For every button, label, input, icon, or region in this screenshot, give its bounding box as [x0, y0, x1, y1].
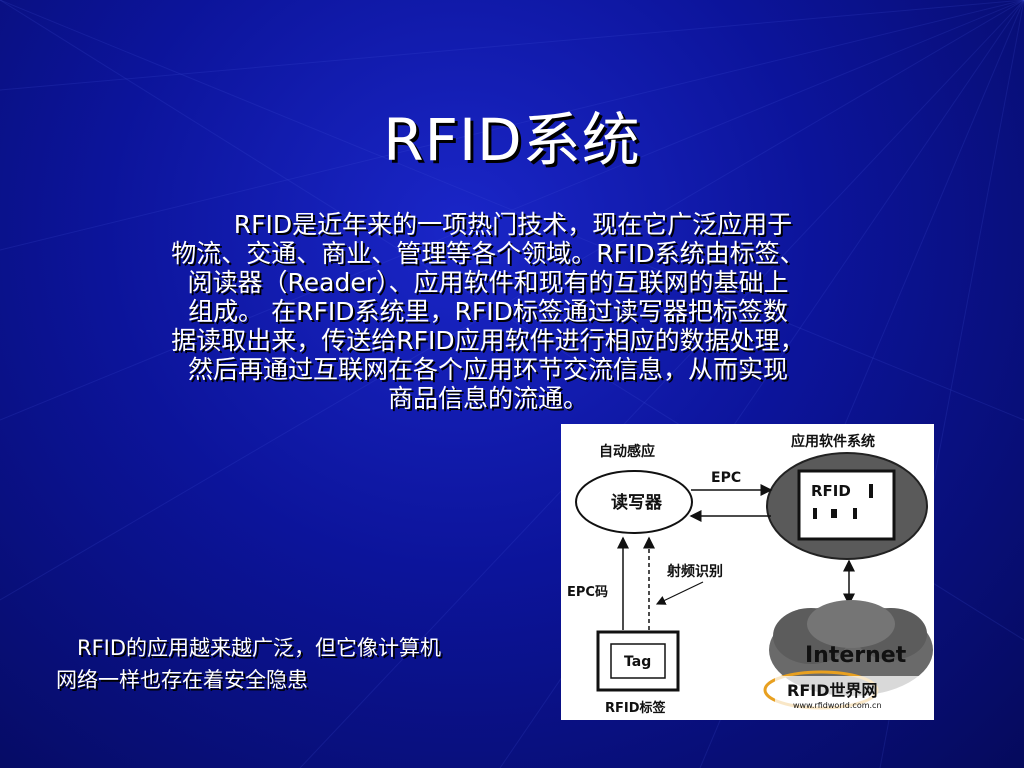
reader-ellipse	[575, 470, 693, 534]
note-line: RFID的应用越来越广泛，但它像计算机	[56, 636, 442, 660]
diagram-canvas: 自动感应 应用软件系统 读写器 RFID EPC 射频识别 EPC码 Tag R…	[567, 433, 933, 716]
internet-label: Internet	[805, 643, 907, 668]
rfid-box-mark	[869, 484, 873, 498]
rfid-box-label: RFID	[811, 482, 851, 500]
body-line: 物流、交通、商业、管理等各个领域。RFID系统由标签、	[171, 239, 805, 268]
body-line: 据读取出来，传送给RFID应用软件进行相应的数据处理，	[171, 326, 805, 355]
reader-label: 读写器	[611, 492, 663, 513]
security-note: RFID的应用越来越广泛，但它像计算机 网络一样也存在着安全隐患	[56, 632, 536, 696]
rf-identify-pointer	[655, 581, 704, 605]
body-line: 组成。 在RFID系统里，RFID标签通过读写器把标签数	[188, 297, 788, 326]
rfid-tag-label: RFID标签	[605, 700, 667, 716]
rfid-system-diagram: 自动感应 应用软件系统 读写器 RFID EPC 射频识别 EPC码 Tag R…	[561, 424, 934, 720]
tag-label: Tag	[624, 654, 651, 670]
slide-title: RFID系统	[383, 106, 641, 174]
epc-label: EPC	[711, 470, 741, 486]
rf-identify-label: 射频识别	[666, 563, 723, 580]
body-paragraph: RFID是近年来的一项热门技术，现在它广泛应用于 物流、交通、商业、管理等各个领…	[130, 210, 846, 413]
body-line: 然后再通过互联网在各个应用环节交流信息，从而实现	[187, 355, 788, 384]
app-system-label: 应用软件系统	[791, 433, 875, 450]
epc-code-label: EPC码	[567, 585, 608, 600]
rfidworld-logo: RFID世界网 www.rfidworld.com.cn	[763, 670, 925, 712]
tag-inner-box	[610, 643, 666, 679]
rfid-box-mark	[853, 508, 857, 519]
watermark-brand: RFID世界网	[787, 681, 878, 700]
rfid-box-mark	[831, 509, 837, 518]
rfid-box-mark	[813, 508, 817, 519]
body-line: 商品信息的流通。	[387, 384, 588, 413]
watermark-url: www.rfidworld.com.cn	[793, 701, 882, 710]
auto-sense-label: 自动感应	[599, 443, 655, 460]
rfid-screen-box	[797, 469, 896, 541]
note-line: 网络一样也存在着安全隐患	[56, 668, 308, 692]
body-line: 阅读器（Reader）、应用软件和现有的互联网的基础上	[187, 268, 789, 297]
body-line: RFID是近年来的一项热门技术，现在它广泛应用于	[183, 210, 793, 239]
